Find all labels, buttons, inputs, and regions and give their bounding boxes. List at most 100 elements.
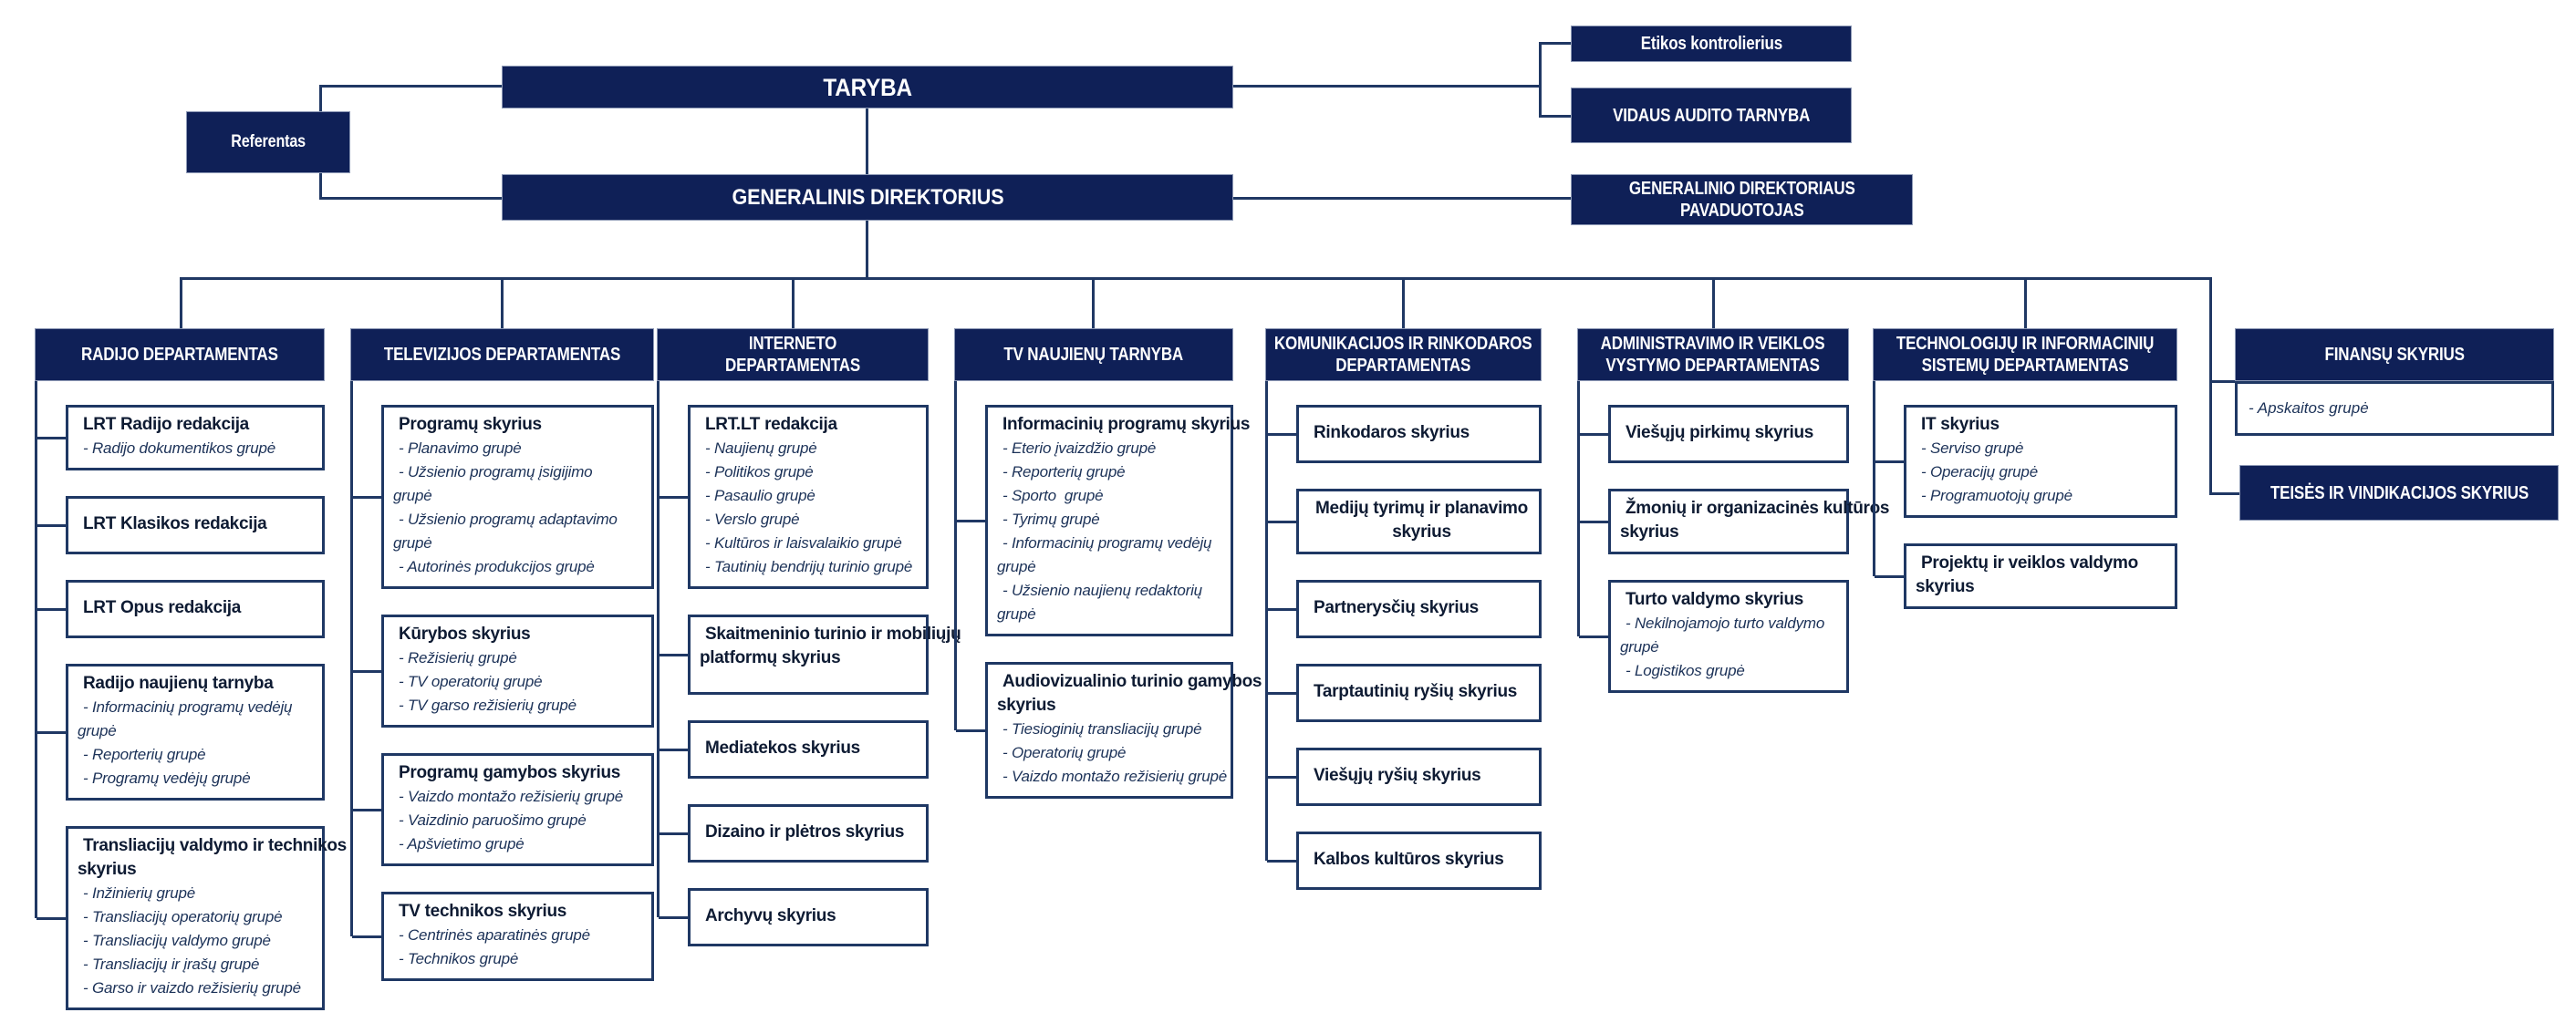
org-box-item: - Transliacijų ir įrašų grupė (83, 956, 260, 973)
dept-column-komunikacijos: KOMUNIKACIJOS IR RINKODAROS DEPARTAMENTA… (1265, 328, 1542, 890)
org-box-item: - Užsienio naujienų redaktorių grupė (997, 582, 1202, 623)
org-box-title: Radijo naujienų tarnyba (83, 674, 274, 693)
dept-spine-radijo (35, 381, 37, 918)
dept-column-tv-naujienu: TV NAUJIENŲ TARNYBA Informacinių programų… (954, 328, 1262, 799)
org-box-title: LRT Radijo redakcija (83, 415, 249, 434)
org-box: Kalbos kultūros skyrius (1296, 832, 1542, 890)
org-box-item: - Užsienio programų adaptavimo grupė (393, 511, 618, 552)
node-stub (36, 608, 66, 611)
dept-header-technologiju: TECHNOLOGIJŲ IR INFORMACINIŲ SISTEMŲ DEP… (1873, 328, 2177, 381)
org-box-item: - Politikos grupė (705, 463, 814, 480)
box-taryba: TARYBA (502, 66, 1233, 108)
dept-spine-interneto (657, 381, 660, 917)
org-box-item: - Operacijų grupė (1921, 463, 2038, 480)
node-stub (1267, 433, 1296, 436)
dept-spine-administravimo (1577, 381, 1580, 636)
dept-header-televizijos: TELEVIZIJOS DEPARTAMENTAS (350, 328, 654, 381)
connector-referentas-top (319, 85, 504, 88)
org-box-item: - TV garso režisierių grupė (399, 697, 576, 714)
org-box-title: Informacinių programų skyrius (1002, 415, 1251, 434)
dept-header-label: ADMINISTRAVIMO IR VEIKLOS VYSTYMO DEPART… (1601, 334, 1825, 376)
org-box: Programų skyrius - Planavimo grupė - Užsie… (381, 405, 654, 589)
org-box-title: Medijų tyrimų ir planavimo skyrius (1315, 499, 1528, 542)
referentas-label: Referentas (231, 132, 306, 151)
org-box: Partnerysčių skyrius (1296, 580, 1542, 638)
dept-spine-televizijos (350, 381, 353, 936)
org-box: LRT.LT redakcija- Naujienų grupė- Politi… (688, 405, 929, 589)
connector-taryba-right (1233, 85, 1542, 88)
org-box-item: - Vaizdinio paruošimo grupė (399, 811, 587, 829)
generalinis-direktorius-label: GENERALINIS DIREKTORIUS (732, 184, 1003, 210)
org-box-title: Kūrybos skyrius (399, 625, 531, 644)
org-box-item: - Kultūros ir laisvalaikio grupė (705, 534, 902, 552)
org-box-title: LRT.LT redakcija (705, 415, 837, 434)
org-box-title: Mediatekos skyrius (705, 739, 860, 758)
connector-vidaus-stub (1539, 115, 1573, 118)
node-stub (956, 729, 985, 732)
org-box: Radijo naujienų tarnyba- Informacinių pr… (66, 664, 325, 801)
org-box-title: Skaitmeninio turinio ir mobiliųjų platfo… (700, 625, 961, 667)
dept-column-televizijos: TELEVIZIJOS DEPARTAMENTAS Programų skyriu… (350, 328, 654, 981)
org-box-item: - Technikos grupė (399, 950, 519, 967)
org-box: Viešųjų ryšių skyrius (1296, 748, 1542, 806)
box-vidaus-audito-tarnyba: VIDAUS AUDITO TARNYBA (1571, 88, 1852, 143)
finansu-skyrius-label: FINANSŲ SKYRIUS (2324, 345, 2465, 365)
org-box: Viešųjų pirkimų skyrius (1608, 405, 1849, 463)
org-box-item: - Režisierių grupė (399, 649, 517, 666)
org-box: LRT Klasikos redakcija (66, 496, 325, 554)
org-box-title: Projektų ir veiklos valdymo skyrius (1916, 553, 2138, 596)
org-box-title: Viešųjų pirkimų skyrius (1626, 423, 1814, 442)
org-box-item: - Eterio įvaizdžio grupė (1002, 439, 1157, 457)
node-stub (1267, 776, 1296, 779)
dept-column-radijo: RADIJO DEPARTAMENTAS LRT Radijo redakcija… (35, 328, 347, 1010)
org-box-title: Kalbos kultūros skyrius (1314, 850, 1504, 869)
node-stub (1579, 433, 1608, 436)
node-stub (36, 437, 66, 439)
connector-direktorius-down (866, 220, 868, 279)
org-box-item: - Transliacijų operatorių grupė (83, 908, 283, 925)
org-box: TV technikos skyrius- Centrinės aparatin… (381, 892, 654, 981)
dept-header-label: TV NAUJIENŲ TARNYBA (1003, 345, 1184, 365)
dept-header-label: TECHNOLOGIJŲ IR INFORMACINIŲ SISTEMŲ DEP… (1896, 334, 2155, 376)
org-box-item: - Programuotojų grupė (1921, 487, 2072, 504)
org-box-item: - Verslo grupė (705, 511, 800, 528)
dept-header-label: RADIJO DEPARTAMENTAS (81, 345, 278, 365)
org-box: Tarptautinių ryšių skyrius (1296, 664, 1542, 722)
org-box-item: - Užsienio programų įsigijimo grupė (393, 463, 593, 504)
org-box-item: - Transliacijų valdymo grupė (83, 932, 271, 949)
org-box: Turto valdymo skyrius- Nekilnojamojo tur… (1608, 580, 1849, 693)
org-box-title: Viešųjų ryšių skyrius (1314, 766, 1481, 785)
org-box: Transliacijų valdymo ir technikos skyriu… (66, 826, 347, 1010)
org-box-item: - TV operatorių grupė (399, 673, 543, 690)
dept-header-radijo: RADIJO DEPARTAMENTAS (35, 328, 325, 381)
org-box-item: - Vaizdo montažo režisierių grupė (1002, 768, 1228, 785)
org-box-title: LRT Klasikos redakcija (83, 514, 267, 533)
node-stub (36, 917, 66, 920)
vidaus-audito-label: VIDAUS AUDITO TARNYBA (1612, 105, 1811, 126)
node-stub (1875, 460, 1904, 463)
org-box: Audiovizualinio turinio gamybos skyrius-… (985, 662, 1262, 799)
org-box-item: - Planavimo grupė (399, 439, 522, 457)
org-box-item: - Operatorių grupė (1002, 744, 1127, 761)
node-stub (1579, 636, 1608, 638)
connector-referentas-bottom (319, 197, 504, 200)
box-finansu-skyrius: FINANSŲ SKYRIUS (2235, 328, 2554, 381)
org-box-item: - Informacinių programų vedėjų grupė (997, 534, 1212, 575)
drop-tv-naujienu (1092, 277, 1095, 328)
connector-taryba-direktorius (866, 108, 868, 174)
dept-column-technologiju: TECHNOLOGIJŲ IR INFORMACINIŲ SISTEMŲ DEP… (1873, 328, 2177, 609)
connector-teises-stub (2209, 492, 2241, 495)
dept-header-label: KOMUNIKACIJOS IR RINKODAROS DEPARTAMENTA… (1274, 334, 1532, 376)
dept-header-tv-naujienu: TV NAUJIENŲ TARNYBA (954, 328, 1233, 381)
org-box-item: - Centrinės aparatinės grupė (399, 926, 590, 944)
node-stub (352, 496, 381, 499)
org-box-title: Programų skyrius (399, 415, 542, 434)
org-box-title: Transliacijų valdymo ir technikos skyriu… (78, 836, 347, 879)
org-box-item: - Reporterių grupė (1002, 463, 1126, 480)
org-box: Medijų tyrimų ir planavimo skyrius (1296, 489, 1542, 554)
node-stub (659, 832, 688, 835)
org-box-title: IT skyrius (1921, 415, 2000, 434)
node-stub (659, 496, 688, 499)
